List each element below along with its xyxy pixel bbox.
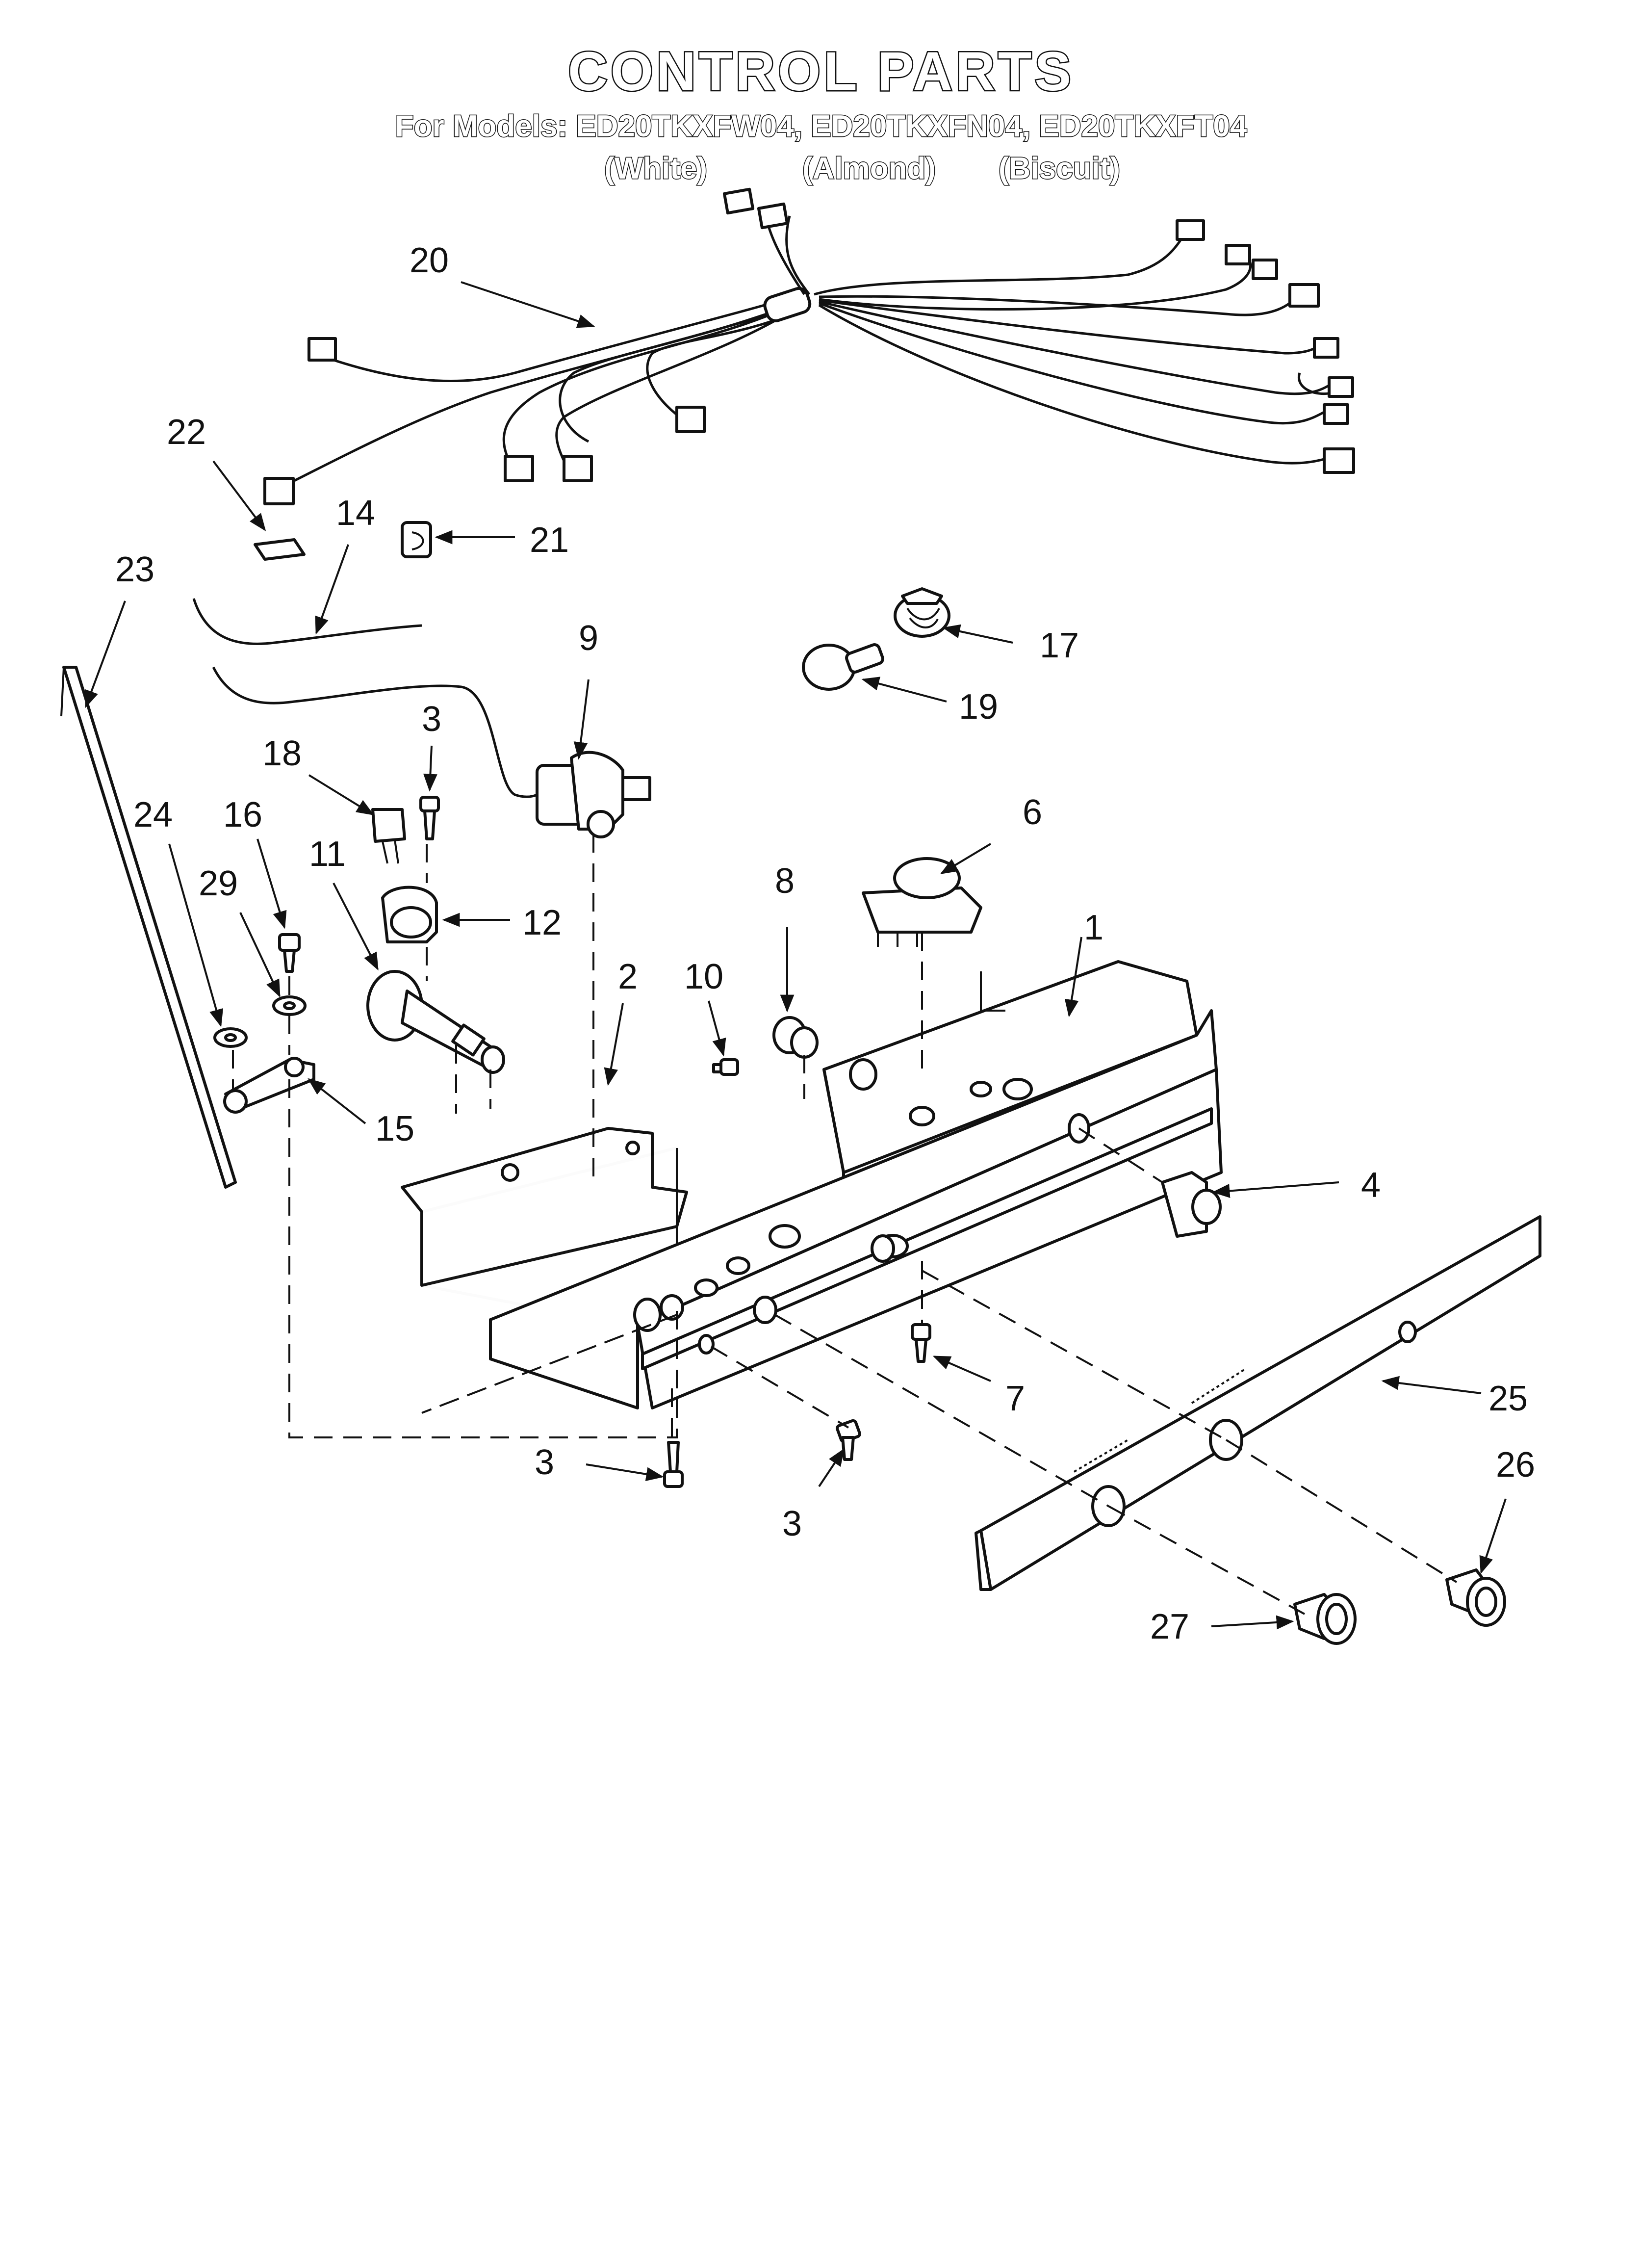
clip-22 (254, 538, 306, 561)
callout-10: 10 (684, 957, 723, 996)
callout-7: 7 (1005, 1379, 1025, 1418)
callout-27: 27 (1150, 1607, 1189, 1646)
capillary-tube-14 (192, 598, 545, 798)
control-bracket-2 (401, 1127, 688, 1334)
washer-24 (213, 1027, 248, 1048)
lever-15 (223, 1057, 315, 1114)
callout-23: 23 (115, 550, 154, 589)
callout-12: 12 (522, 903, 562, 942)
callout-4: 4 (1361, 1166, 1381, 1205)
damper-control-11 (366, 970, 505, 1074)
callout-19: 19 (959, 687, 998, 727)
callout-2: 2 (618, 957, 638, 996)
screw-16 (278, 933, 301, 973)
bracket-21 (401, 521, 432, 558)
callout-14: 14 (336, 494, 375, 533)
callout-15: 15 (375, 1109, 414, 1148)
switch-4 (1161, 1171, 1222, 1238)
screw-7 (911, 1323, 931, 1363)
washer-29 (272, 995, 307, 1016)
assembly-lines (232, 834, 1458, 1615)
cold-control-9 (536, 751, 651, 838)
screw-3-lower-left (663, 1441, 684, 1488)
color-label-biscuit: (Biscuit) (998, 151, 1121, 186)
wire-harness (263, 187, 1355, 505)
callout-26: 26 (1496, 1445, 1535, 1485)
callout-3-lower-left: 3 (535, 1443, 554, 1482)
callout-9: 9 (579, 619, 598, 658)
diagram-header: CONTROL PARTS For Models: ED20TKXFW04, E… (0, 41, 1642, 144)
callout-8: 8 (775, 861, 795, 901)
leader-lines (84, 281, 1507, 1630)
color-label-almond: (Almond) (801, 151, 936, 186)
callout-29: 29 (199, 864, 238, 903)
callout-16: 16 (223, 795, 262, 834)
callout-labels: 20 22 14 21 23 17 19 9 3 18 24 16 11 12 … (115, 241, 1535, 1646)
callout-6: 6 (1023, 793, 1042, 832)
knob-26 (1445, 1568, 1506, 1627)
screw-3-lower-right (836, 1419, 861, 1461)
callout-3-lower-right: 3 (782, 1504, 802, 1543)
callout-21: 21 (530, 521, 569, 560)
page-title: CONTROL PARTS (566, 41, 1075, 102)
grommet-8 (772, 1016, 819, 1059)
insulator-18 (371, 808, 406, 864)
rod-23 (60, 666, 237, 1189)
callout-1: 1 (1084, 908, 1103, 947)
model-numbers: For Models: ED20TKXFW04, ED20TKXFN04, ED… (394, 108, 1247, 144)
callout-17: 17 (1040, 626, 1079, 665)
callout-24: 24 (133, 795, 173, 834)
knob-27 (1293, 1593, 1357, 1645)
screw-3-upper (419, 796, 440, 840)
control-housing-1 (489, 960, 1223, 1409)
callout-20: 20 (410, 241, 449, 280)
light-socket-17 (894, 587, 950, 638)
callout-22: 22 (167, 413, 206, 452)
light-bulb-19 (802, 643, 884, 691)
screw-10 (712, 1058, 739, 1076)
color-label-white: (White) (603, 151, 708, 186)
callout-3-upper: 3 (422, 700, 441, 739)
callout-25: 25 (1488, 1379, 1528, 1418)
callout-11: 11 (309, 834, 346, 874)
callout-18: 18 (262, 734, 302, 773)
bracket-12 (381, 886, 438, 943)
control-panel-25 (975, 1215, 1541, 1591)
